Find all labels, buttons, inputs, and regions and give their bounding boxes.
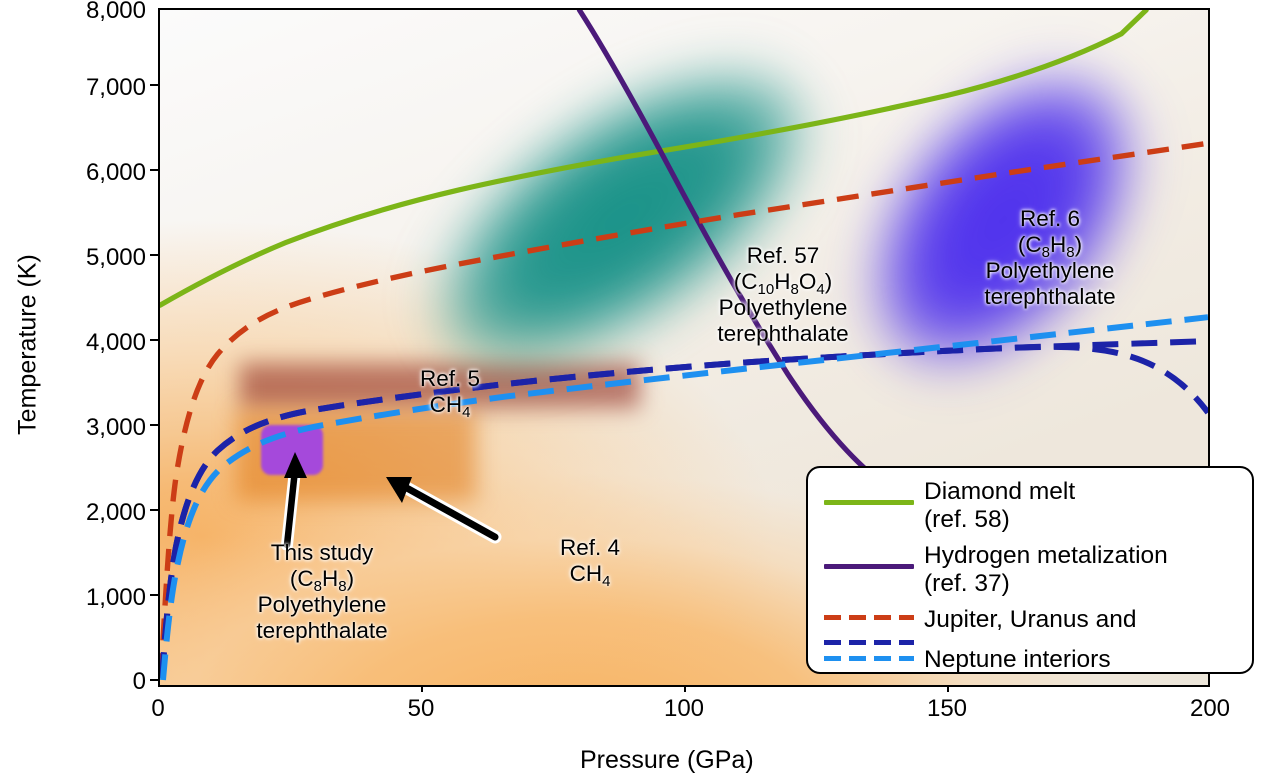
- legend-key-diamond-melt: [824, 478, 918, 505]
- ref-5-line1: Ref. 5: [419, 366, 481, 391]
- legend-item-jupiter[interactable]: Jupiter, Uranus and: [824, 606, 1136, 634]
- legend-key-hydrogen-metalization: [824, 542, 918, 569]
- y-tick-7000: 7,000: [85, 74, 146, 101]
- legend-item-diamond-melt[interactable]: Diamond melt (ref. 58): [824, 478, 1075, 534]
- ref-57-line1: Ref. 57: [746, 243, 820, 268]
- x-tick-0: 0: [151, 695, 165, 722]
- ref-6-annotation: Ref. 6 (C8H8) Polyethylene terephthalate: [920, 206, 1180, 310]
- legend-label-neptune-line1: Neptune interiors: [924, 646, 1111, 673]
- curve-neptune-interior: [160, 314, 1208, 681]
- ref-6-line3: Polyethylene: [985, 258, 1115, 284]
- legend: Diamond melt (ref. 58) Hydrogen metaliza…: [806, 466, 1254, 674]
- y-tick-5000: 5,000: [85, 244, 146, 271]
- legend-key-neptune: [824, 640, 918, 668]
- ref-4-annotation: Ref. 4 CH4: [500, 535, 680, 591]
- ref-4-formula: CH4: [569, 561, 611, 591]
- y-tick-6000: 6,000: [85, 159, 146, 186]
- ref-6-line4: terephthalate: [984, 284, 1116, 310]
- y-tick-1000: 1,000: [85, 584, 146, 611]
- this-study-line3: Polyethylene: [257, 592, 387, 618]
- this-study-line1: This study: [270, 540, 374, 565]
- y-axis-ticks: [150, 0, 160, 700]
- x-tick-100: 100: [663, 695, 705, 722]
- curve-jupiter-interior: [160, 140, 1208, 676]
- curve-layer: [160, 10, 1208, 681]
- curve-uranus-interior-tail: [160, 338, 1208, 679]
- y-axis-tick-labels: 0 1,000 2,000 3,000 4,000 5,000 6,000 7,…: [28, 0, 146, 784]
- ref-57-annotation: Ref. 57 (C10H8O4) Polyethylene terephtha…: [648, 243, 918, 347]
- x-tick-150: 150: [926, 695, 968, 722]
- ref-4-line1: Ref. 4: [559, 535, 621, 560]
- x-tick-50: 50: [407, 695, 435, 722]
- legend-label-hydrogen-metalization: Hydrogen metalization (ref. 37): [924, 542, 1168, 598]
- ref-6-line1: Ref. 6: [1019, 206, 1081, 231]
- legend-item-neptune[interactable]: Neptune interiors: [824, 640, 1111, 674]
- legend-label-jupiter: Jupiter, Uranus and: [924, 606, 1136, 634]
- this-study-line4: terephthalate: [256, 618, 388, 644]
- legend-label-diamond-melt-line2: (ref. 58): [924, 505, 1010, 533]
- x-axis-title: Pressure (GPa): [580, 746, 754, 774]
- ref4-arrow: [386, 477, 502, 544]
- curve-hydrogen-metalization: [576, 10, 900, 496]
- ref-6-formula: (C8H8): [1017, 232, 1083, 262]
- y-tick-0: 0: [132, 668, 146, 695]
- ref-57-line4: terephthalate: [717, 321, 849, 347]
- ref-57-line3: Polyethylene: [718, 295, 848, 321]
- legend-label-diamond-melt-line1: Diamond melt: [924, 478, 1076, 505]
- legend-label-diamond-melt: Diamond melt (ref. 58): [924, 478, 1075, 534]
- legend-label-jupiter-line1: Jupiter, Uranus and: [924, 606, 1137, 633]
- plot-area: Ref. 57 (C10H8O4) Polyethylene terephtha…: [158, 8, 1210, 687]
- this-study-formula: (C8H8): [289, 566, 355, 596]
- legend-item-hydrogen-metalization[interactable]: Hydrogen metalization (ref. 37): [824, 542, 1168, 598]
- legend-key-jupiter: [824, 606, 918, 628]
- x-tick-200: 200: [1189, 695, 1231, 722]
- x-axis-tick-labels: 0 50 100 150 200: [0, 697, 1280, 737]
- y-tick-8000: 8,000: [85, 0, 146, 24]
- legend-label-hydrogen-line2: (ref. 37): [924, 569, 1010, 597]
- this-study-annotation: This study (C8H8) Polyethylene terephtha…: [202, 540, 442, 644]
- y-tick-2000: 2,000: [85, 499, 146, 526]
- y-tick-3000: 3,000: [85, 414, 146, 441]
- legend-label-hydrogen-line1: Hydrogen metalization: [924, 542, 1168, 569]
- legend-label-neptune: Neptune interiors: [924, 646, 1111, 674]
- curve-diamond-melt: [160, 10, 1149, 308]
- ref-5-annotation: Ref. 5 CH4: [360, 366, 540, 422]
- this-study-arrow: [281, 452, 307, 550]
- y-tick-4000: 4,000: [85, 329, 146, 356]
- ref-57-formula: (C10H8O4): [733, 269, 833, 299]
- ref-5-formula: CH4: [429, 392, 471, 422]
